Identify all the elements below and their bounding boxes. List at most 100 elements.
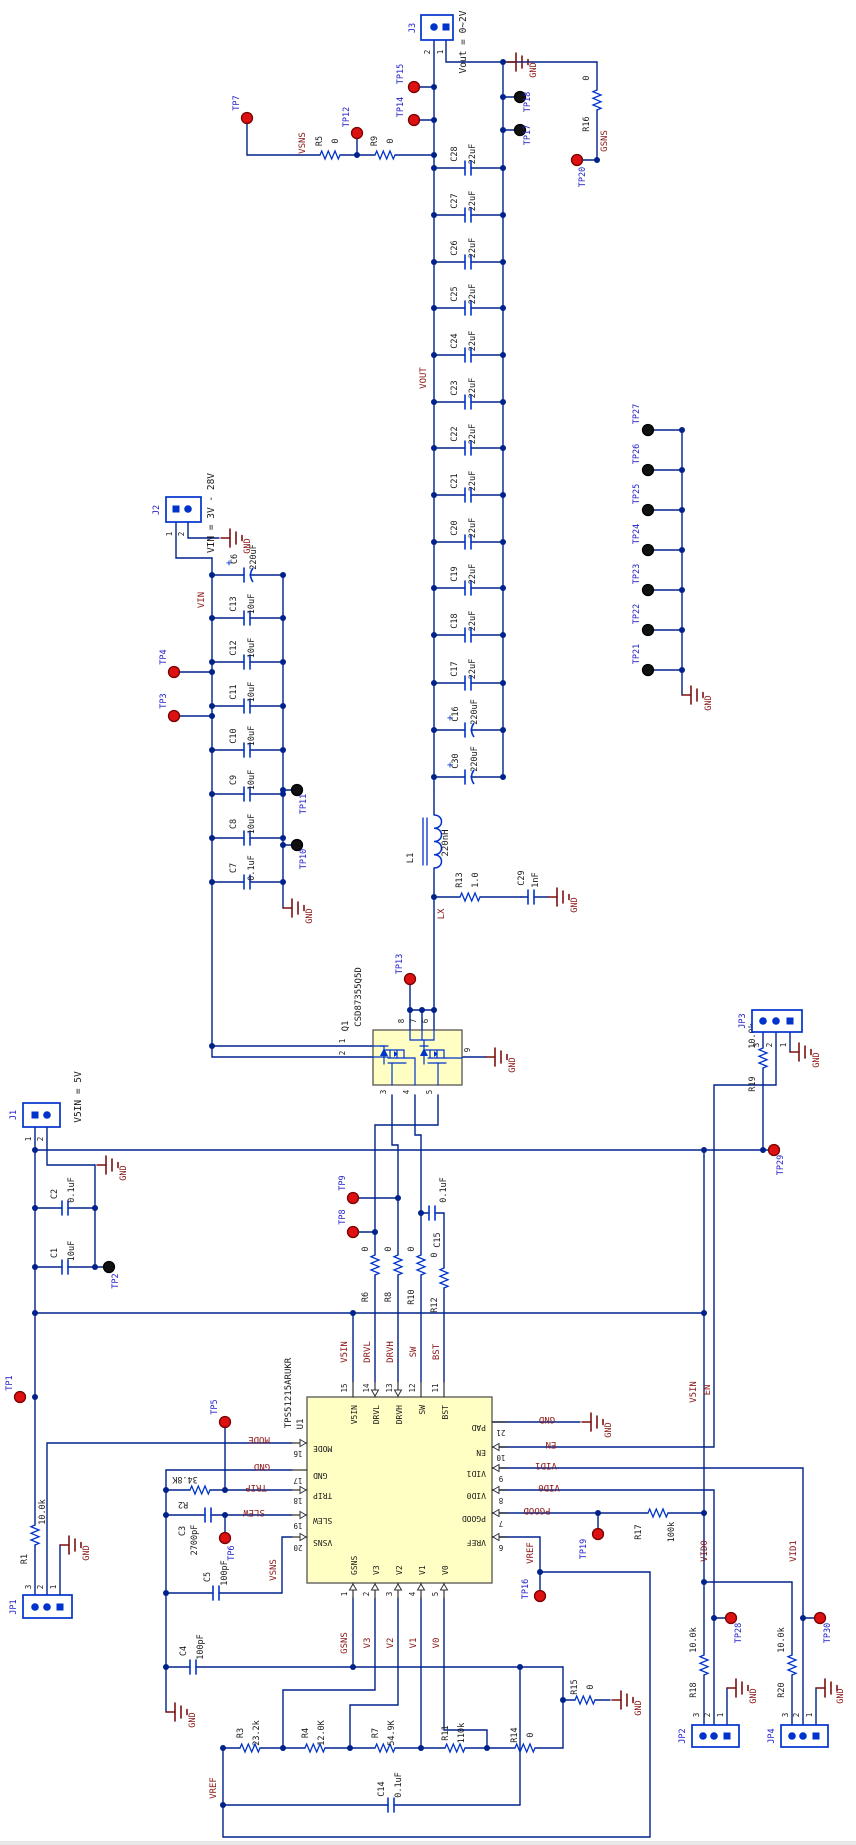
junction xyxy=(679,667,685,673)
testpoint-TP4 xyxy=(167,665,181,679)
cap-ref-C12: C12 xyxy=(229,640,239,655)
netlabel-EN: EN xyxy=(546,1439,557,1449)
testpoint-label-TP15: TP15 xyxy=(396,64,406,84)
connector-J2-pin xyxy=(184,505,192,513)
cap-value-C12: 10uF xyxy=(247,638,257,658)
testpoint-TP21 xyxy=(641,663,655,677)
cap-value-C28: 22uF xyxy=(468,144,478,164)
u1-pinname-EN: EN xyxy=(476,1448,486,1457)
junction xyxy=(209,835,215,841)
junction xyxy=(222,1512,228,1518)
netlabel-VIN: VIN xyxy=(197,592,207,608)
wire xyxy=(349,1597,399,1749)
wire xyxy=(443,1597,488,1749)
junction xyxy=(222,1487,228,1493)
wire xyxy=(491,1536,541,1573)
junction xyxy=(500,727,506,733)
junction xyxy=(517,1664,523,1670)
u1-pinname-PAD: PAD xyxy=(471,1423,486,1432)
testpoint-label-TP8: TP8 xyxy=(338,1209,348,1224)
wire xyxy=(46,1442,293,1596)
resistor-R16 xyxy=(591,89,603,111)
junction xyxy=(163,1487,169,1493)
resistor-R1 xyxy=(29,1524,41,1546)
junction xyxy=(209,615,215,621)
cap-value-C16: 220uF xyxy=(470,699,480,725)
junction xyxy=(500,492,506,498)
pin-arrow xyxy=(439,1583,449,1591)
connector-J1-pin1 xyxy=(31,1111,39,1119)
junction xyxy=(431,492,437,498)
netlabel-V5IN: V5IN xyxy=(689,1381,699,1403)
u1-pinname-VID0: VID0 xyxy=(467,1491,486,1500)
connector-JP2-pin1 xyxy=(723,1732,731,1740)
junction xyxy=(679,507,685,513)
resistor-value-R20: 10.0k xyxy=(777,1627,787,1653)
junction xyxy=(163,1512,169,1518)
capacitor-C30-plus: + xyxy=(447,760,453,771)
u1-pinname-PGOOD: PGOOD xyxy=(462,1514,486,1523)
testpoint-TP8 xyxy=(346,1225,360,1239)
junction xyxy=(500,59,506,65)
junction xyxy=(595,1510,601,1516)
testpoint-label-TP13: TP13 xyxy=(395,954,405,974)
junction xyxy=(500,127,506,133)
q1-fet-art xyxy=(394,1051,398,1057)
testpoint-label-TP19: TP19 xyxy=(579,1539,589,1559)
testpoint-label-TP26: TP26 xyxy=(632,444,642,464)
cap-ref-C21: C21 xyxy=(450,473,460,488)
junction xyxy=(209,572,215,578)
connector-JP2-pin xyxy=(710,1732,718,1740)
resistor-value-R1: 10.0k xyxy=(38,1499,48,1525)
junction xyxy=(32,1264,38,1270)
ic-U1 xyxy=(306,1396,493,1584)
cap-ref-C6: C6 xyxy=(230,554,240,564)
resistor-value-R18: 10.0k xyxy=(689,1627,699,1653)
resistor-ref-R5: R5 xyxy=(315,136,325,146)
resistor-value-R8: 0 xyxy=(384,1246,394,1251)
resistor-R12 xyxy=(438,1267,450,1289)
junction xyxy=(209,669,215,675)
connector-ref-J3: J3 xyxy=(408,23,418,33)
cap-ref-C19: C19 xyxy=(450,566,460,581)
u1-pinnum-6: 6 xyxy=(498,1543,503,1552)
u1-pinname-V0: V0 xyxy=(441,1565,450,1575)
cap-value-C29: 1nF xyxy=(531,872,541,887)
resistor-ref-R4: R4 xyxy=(301,1728,311,1738)
resistor-R18 xyxy=(698,1654,710,1676)
cap-ref-C23: C23 xyxy=(450,380,460,395)
junction xyxy=(500,585,506,591)
cap-ref-C5: C5 xyxy=(203,1572,213,1582)
netlabel-VID1: VID1 xyxy=(535,1460,557,1470)
junction xyxy=(484,1745,490,1751)
gnd-label: GND xyxy=(82,1545,92,1560)
gnd-label: GND xyxy=(508,1057,518,1072)
cap-ref-C24: C24 xyxy=(450,333,460,348)
connector-JP4-pinnum-1: 1 xyxy=(805,1713,814,1718)
pin-arrow xyxy=(299,1510,307,1520)
junction xyxy=(679,587,685,593)
cap-ref-C29: C29 xyxy=(517,870,527,885)
connector-J2-pinnum-1: 1 xyxy=(165,532,174,537)
testpoint-label-TP14: TP14 xyxy=(396,97,406,117)
cap-value-C17: 22uF xyxy=(468,659,478,679)
netlabel-VID1: VID1 xyxy=(789,1540,799,1562)
testpoint-TP20 xyxy=(570,153,584,167)
u1-pinname-VREF: VREF xyxy=(467,1538,486,1547)
wire xyxy=(187,521,220,539)
connector-JP4-pinnum-3: 3 xyxy=(781,1713,790,1718)
junction xyxy=(280,1745,286,1751)
junction xyxy=(407,1007,413,1013)
cap-value-C8: 10uF xyxy=(247,814,257,834)
netlabel-V2: V2 xyxy=(386,1638,396,1649)
resistor-value-R13: 1.0 xyxy=(471,872,481,887)
testpoint-label-TP16: TP16 xyxy=(521,1579,531,1599)
capacitor-C6-plus: + xyxy=(226,558,232,569)
junction xyxy=(500,94,506,100)
junction xyxy=(701,1147,707,1153)
junction xyxy=(500,165,506,171)
resistor-R8 xyxy=(392,1254,404,1276)
pin-arrow xyxy=(492,1442,500,1452)
